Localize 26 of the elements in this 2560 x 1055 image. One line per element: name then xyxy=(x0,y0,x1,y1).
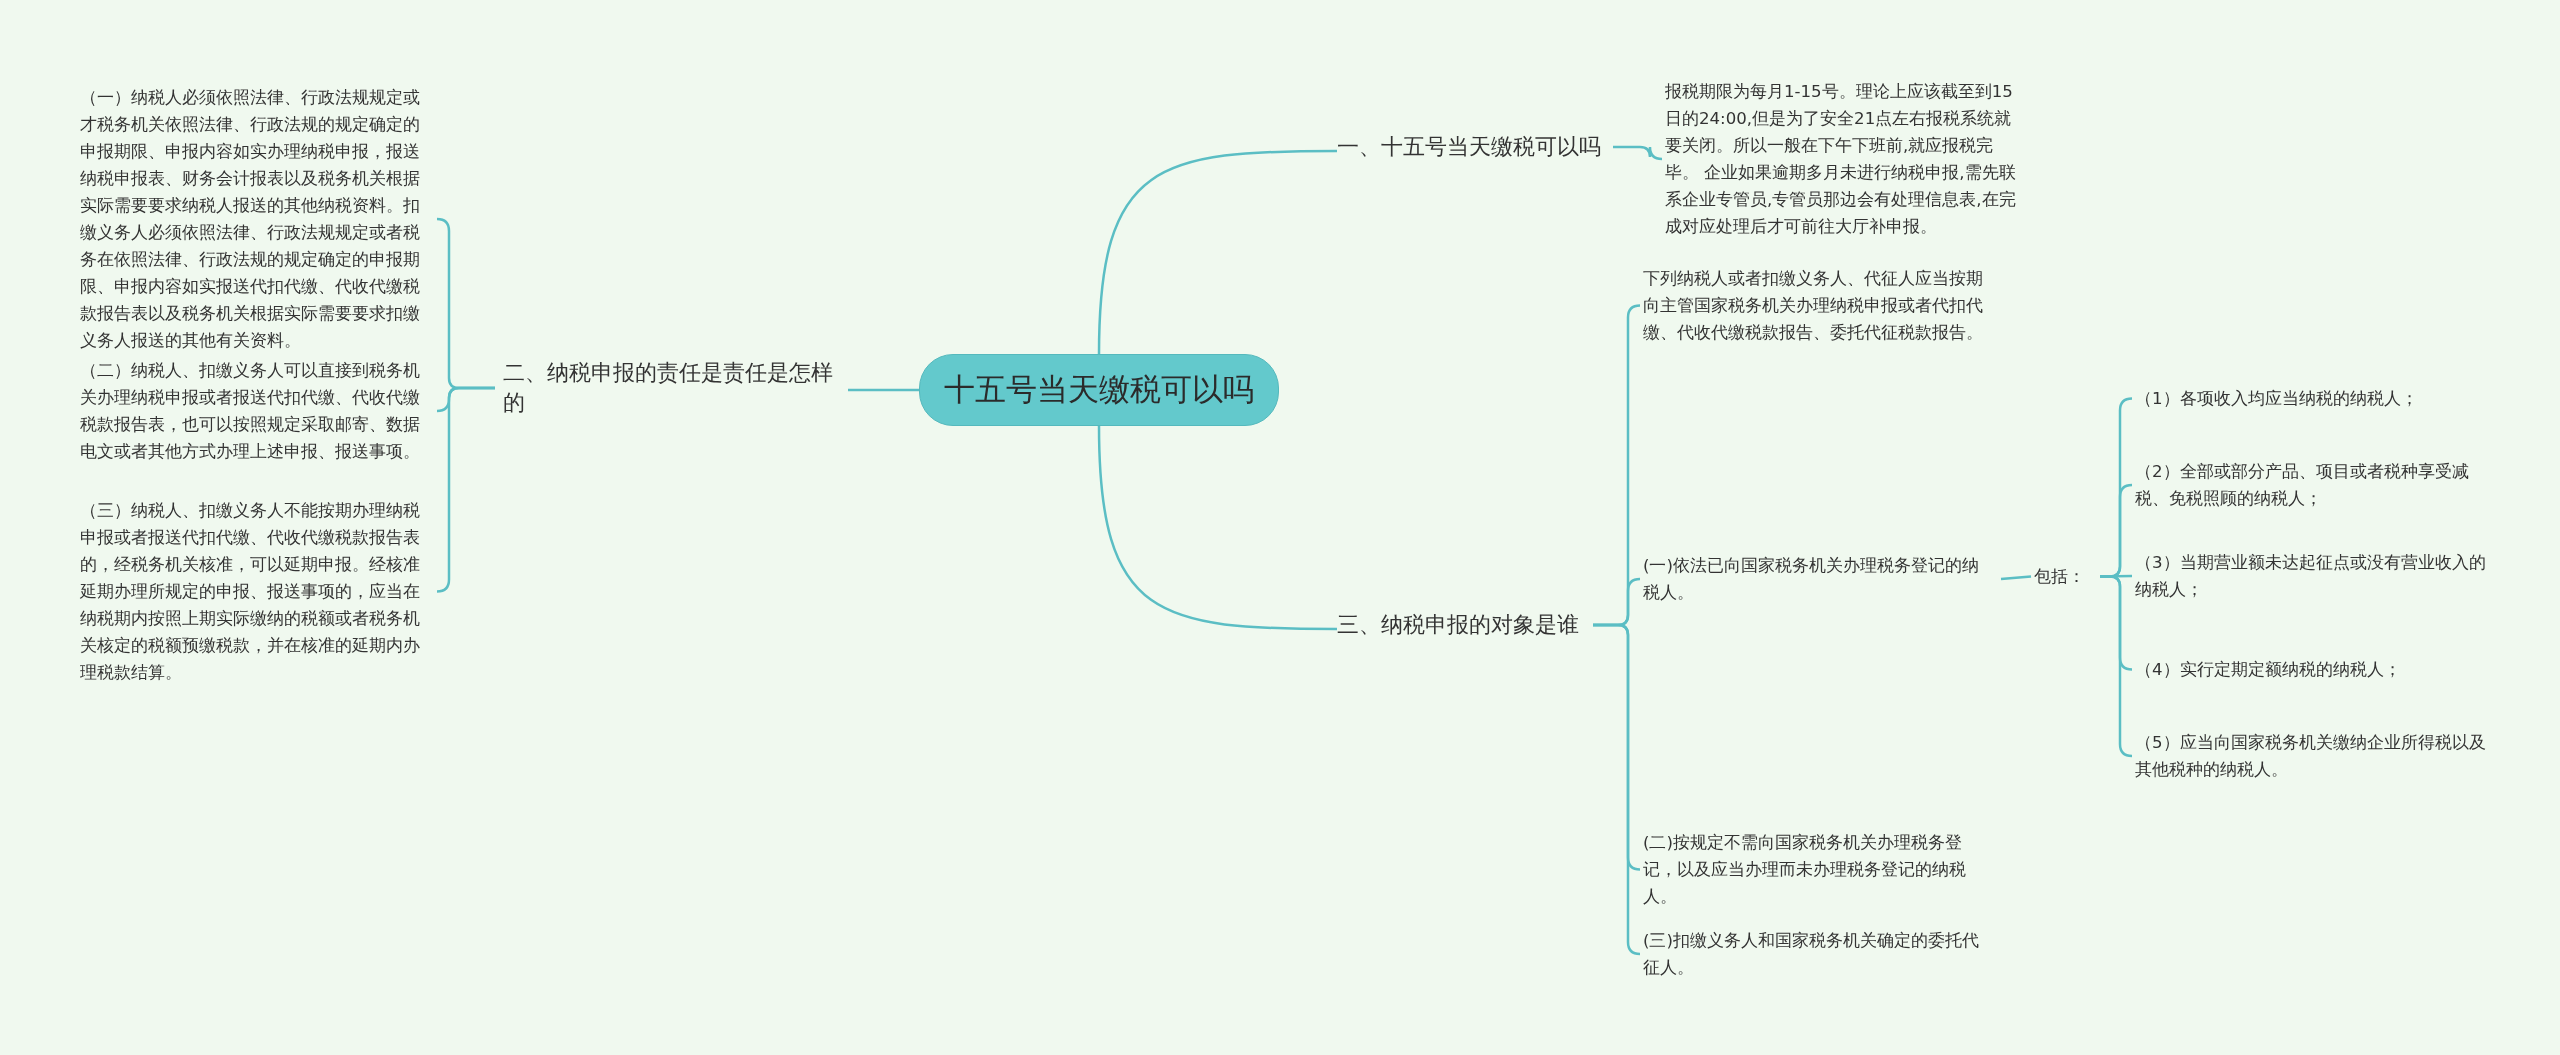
note-text: （2）全部或部分产品、项目或者税种享受减税、免税照顾的纳税人； xyxy=(2135,458,2490,512)
connector-line xyxy=(2100,575,2133,758)
note-text: 下列纳税人或者扣缴义务人、代征人应当按期向主管国家税务机关办理纳税申报或者代扣代缴、代收代缴税款报告、委托代征税款报告。 xyxy=(1643,265,1995,346)
note-text: （5）应当向国家税务机关缴纳企业所得税以及其他税种的纳税人。 xyxy=(2135,729,2490,783)
connector-line xyxy=(1097,425,1337,631)
central-topic: 十五号当天缴税可以吗 xyxy=(919,354,1279,426)
branch-topic: 二、纳税申报的责任是责任是怎样的 xyxy=(503,358,848,418)
connector-line xyxy=(1593,623,1641,956)
note-text: （1）各项收入均应当纳税的纳税人； xyxy=(2135,385,2490,412)
branch-topic: 三、纳税申报的对象是谁 xyxy=(1337,610,1587,640)
note-text: （一）纳税人必须依照法律、行政法规规定或才税务机关依照法律、行政法规的规定确定的申报期限、申报内容如实办理纳税申报，报送纳税申报表、财务会计报表以及税务机关根据实际需要要求纳税人报送的其他纳税资料。扣缴义务人必须依照法律、行政法规规定或者税务在依照法律、行政法规的规定确定的申报期限、申报内容如实报送代扣代缴、代收代缴税款报告表以及税务机关根据实际需要要求扣缴义务人报送的其他有关资料。 xyxy=(80,84,434,354)
note-text: （三）纳税人、扣缴义务人不能按期办理纳税申报或者报送代扣代缴、代收代缴税款报告表的，经税务机关核准，可以延期申报。经核准延期办理所规定的申报、报送事项的，应当在纳税期内按照上期实际缴纳的税额或者税务机关核定的税额预缴税款，并在核准的延期内办理税款结算。 xyxy=(80,497,434,686)
connector-line xyxy=(1613,145,1663,161)
note-text: （4）实行定期定额纳税的纳税人； xyxy=(2135,656,2490,683)
note-text: (二)按规定不需向国家税务机关办理税务登记，以及应当办理而未办理税务登记的纳税人。 xyxy=(1643,829,1995,910)
note-text: (三)扣缴义务人和国家税务机关确定的委托代征人。 xyxy=(1643,927,1995,981)
note-text: (一)依法已向国家税务机关办理税务登记的纳税人。 xyxy=(1643,552,1995,606)
note-text: 报税期限为每月1-15号。理论上应该截至到15日的24:00,但是为了安全21点左右报税系统就要关闭。所以一般在下午下班前,就应报税完毕。 企业如果逾期多月未进行纳税申报,需先联系企业专管员,专管员那边会有处理信息表,在完成对应处理后才可前往大厅补申报。 xyxy=(1665,78,2020,240)
note-text: （3）当期营业额未达起征点或没有营业收入的纳税人； xyxy=(2135,549,2490,603)
note-text: 包括： xyxy=(2034,563,2094,590)
connector-line xyxy=(1097,149,1337,355)
connector-line xyxy=(2000,575,2032,581)
branch-topic: 一、十五号当天缴税可以吗 xyxy=(1337,132,1607,162)
connector-line xyxy=(436,386,495,593)
connector-line xyxy=(848,388,919,392)
note-text: （二）纳税人、扣缴义务人可以直接到税务机关办理纳税申报或者报送代扣代缴、代收代缴税款报告表，也可以按照规定采取邮寄、数据电文或者其他方式办理上述申报、报送事项。 xyxy=(80,357,434,465)
